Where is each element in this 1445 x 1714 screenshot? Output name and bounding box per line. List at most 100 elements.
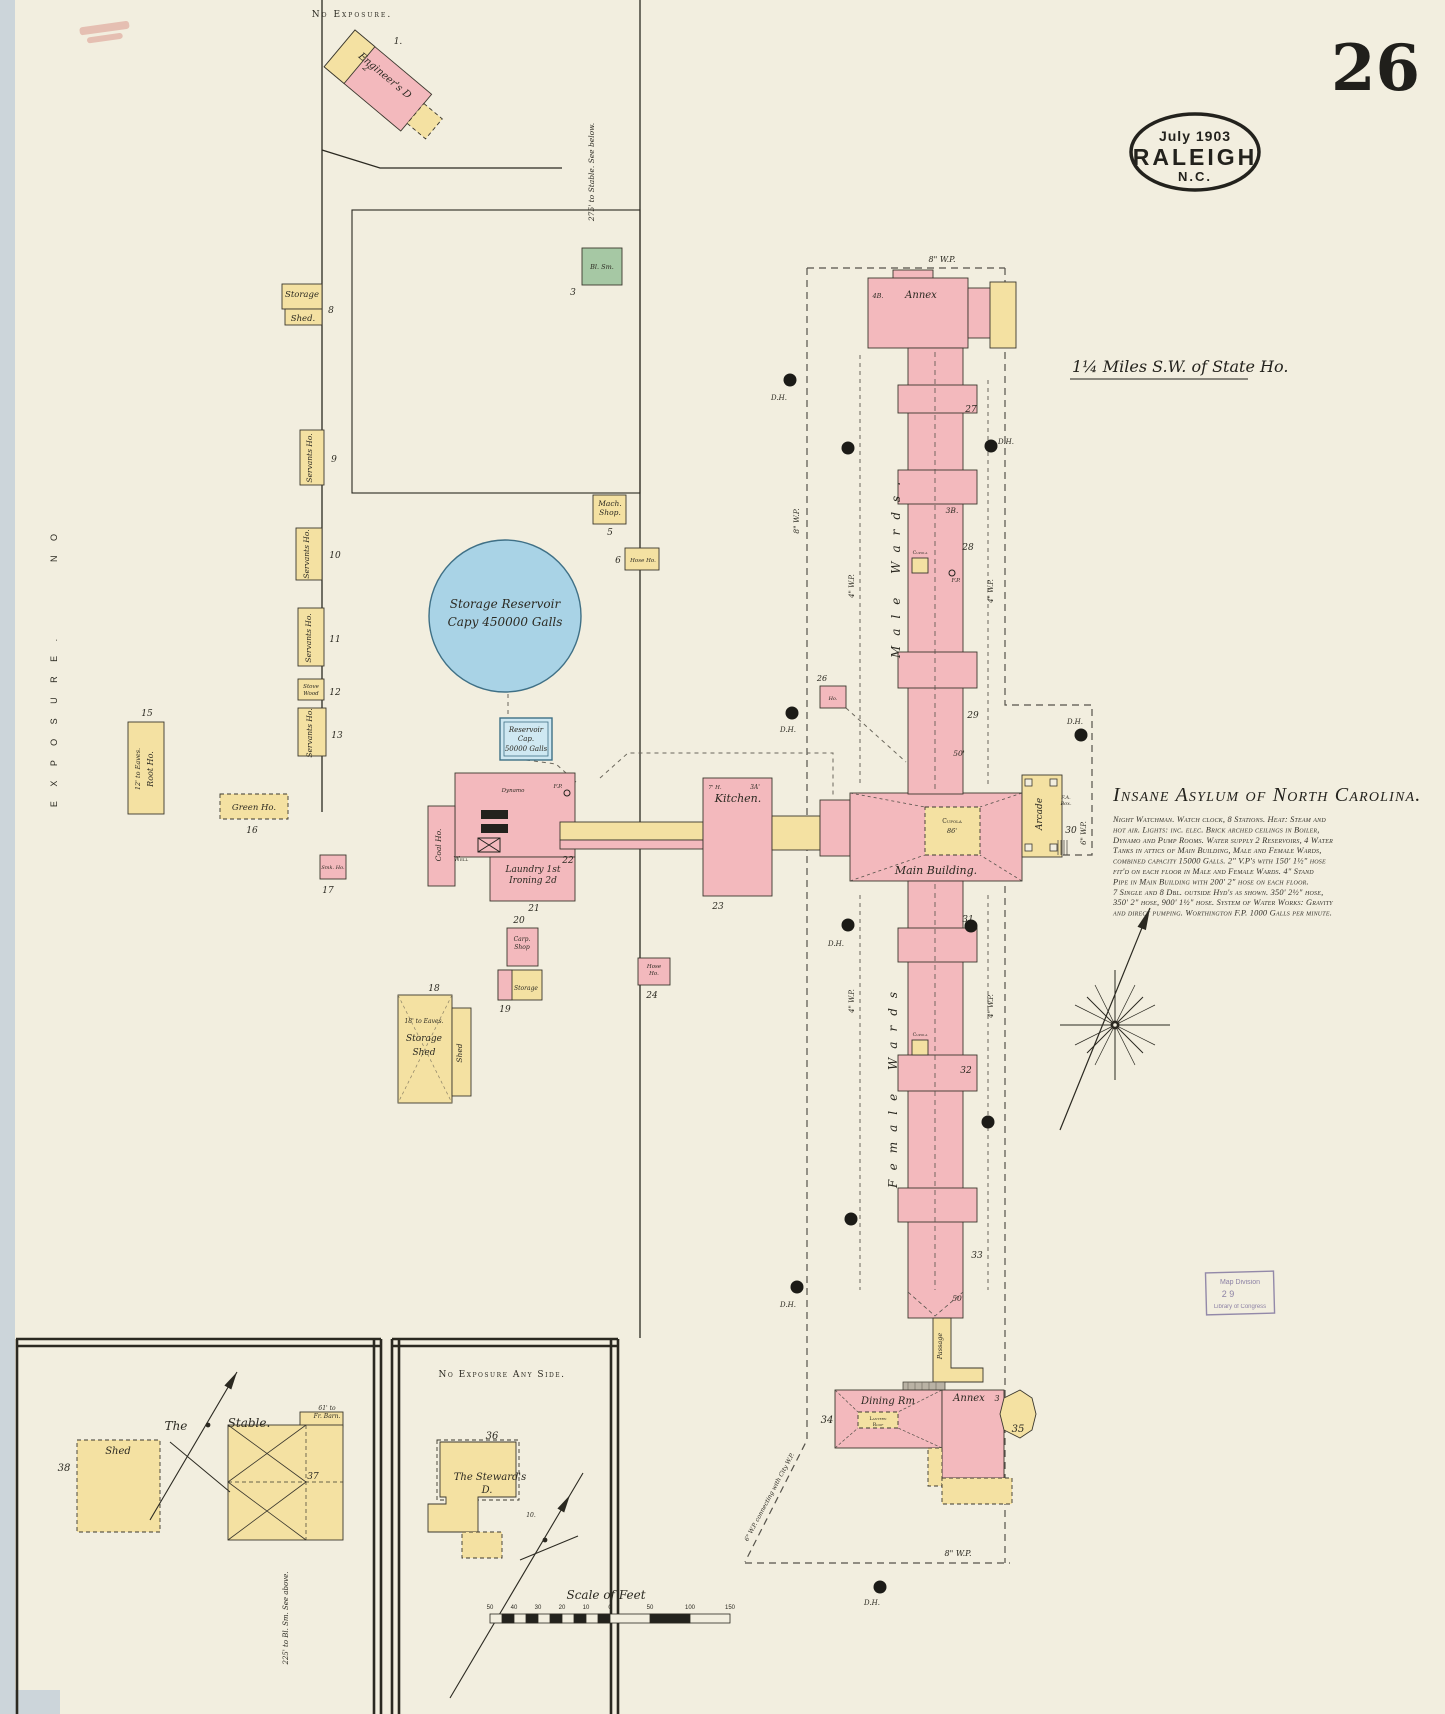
machine-shop-label-2: Shop. (599, 508, 621, 517)
servants-house-13 (297, 707, 327, 757)
male-cupola (911, 557, 929, 574)
building-number-21: 21 (527, 904, 539, 914)
blacksmith-label: Bl. Sm. (589, 263, 614, 271)
building-number-38: 38 (58, 1463, 71, 1474)
engine-bed-cross (477, 837, 501, 853)
double-hydrant-label: D.H. (827, 940, 844, 948)
hose-house-24-label-2: Ho. (648, 971, 659, 977)
storage-shed-8-label-2: Shed. (291, 314, 315, 324)
stable-cross-braces (227, 1424, 307, 1541)
building-number-24: 24 (645, 991, 658, 1001)
scale-number: 100 (685, 1605, 696, 1611)
building-number-36: 36 (486, 1431, 499, 1442)
main-cupola (924, 806, 981, 856)
inset-borders (15, 1337, 620, 1714)
loc-stamp-line: Library of Congress (1214, 1304, 1266, 1310)
engine-bed (477, 837, 501, 853)
storage-19-label: Storage (514, 985, 538, 992)
annex-south-porch-west (927, 1447, 943, 1487)
hydrant-dot (785, 706, 799, 720)
north-arrow-cross (169, 1441, 231, 1493)
machine-shop-label-1: Mach. (597, 499, 622, 508)
ward-number-29: 29 (966, 711, 979, 721)
fire-pump-symbol (563, 789, 571, 797)
library-stamp (1204, 1270, 1276, 1316)
engineers-dwelling (323, 29, 443, 140)
dimension-50ft: 50' (953, 749, 965, 758)
no-exposure-left-1: N O (49, 528, 59, 562)
hose-house-24-label-1: Hose (646, 964, 662, 970)
boiler-laundry-building (427, 772, 704, 902)
kitchen-3a-note: 3A' (750, 784, 760, 791)
double-hydrant-label: D.H. (997, 438, 1014, 446)
page-number: 26 (1331, 31, 1420, 106)
road-lines (321, 0, 641, 1338)
building-number-11: 11 (329, 635, 340, 645)
scan-edge (0, 0, 15, 1714)
male-wards-label: Male Wards. (889, 472, 903, 659)
dining-roof-hips (834, 1389, 943, 1449)
building-number-26: 26 (816, 674, 827, 683)
boiler-2 (481, 824, 508, 833)
storage-shed-eaves-note: 18' to Eaves. (404, 1018, 443, 1025)
scale-number: 50 (647, 1605, 654, 1611)
storage-19-pink (497, 969, 513, 1001)
fire-pump-label: F.P. (950, 578, 960, 584)
scale-number: 50 (487, 1605, 494, 1611)
blacksmith-shop (581, 247, 623, 286)
annex-north (867, 277, 969, 349)
north-arrow-head (557, 1495, 570, 1513)
compass-rose (1059, 907, 1170, 1131)
dimension-10: 10. (526, 1512, 536, 1519)
scale-number: 20 (559, 1605, 566, 1611)
servants-house-9 (299, 429, 325, 486)
green-house-label: Green Ho. (232, 803, 276, 813)
main-building-label: Main Building. (894, 864, 977, 877)
servants-house-label: Servants Ho. (304, 613, 313, 662)
boiler-1 (481, 810, 508, 819)
root-house-label: Root Ho. (146, 751, 155, 788)
asylum-description-line: Pipe in Main Building with 200' 2" hose … (1112, 877, 1309, 886)
fire-alarm-box-label-2: Box. (1059, 801, 1072, 807)
stable-label: Stable. (228, 1416, 271, 1430)
dimension-50ft: 50' (952, 1294, 964, 1303)
building-number-3: 3 (570, 288, 576, 298)
reservoir-box (499, 717, 553, 761)
main-complex (702, 685, 1068, 897)
stable-label-the: The (165, 1419, 188, 1433)
stable-partitions (228, 1425, 343, 1540)
storage-reservoir-label-2: Capy 450000 Galls (448, 615, 563, 629)
north-arrow-line (149, 1371, 238, 1521)
scale-number: 150 (725, 1605, 736, 1611)
reservoir-box-inner (503, 721, 549, 757)
building-number-19: 19 (499, 1005, 511, 1015)
water-pipe-4-label: 4" W.P. (848, 989, 856, 1014)
stove-wood-label-2: Wood (303, 691, 319, 697)
water-pipe-6-label: 6" W.P. (1080, 821, 1088, 845)
passage-label: Passage (936, 1333, 944, 1361)
hydrant-dot (873, 1580, 887, 1594)
north-arrow-dot (542, 1537, 548, 1543)
asylum-description-line: 350' 2" hose, 900' 1½" hose. System of W… (1112, 898, 1333, 907)
ward-number-32: 32 (960, 1066, 972, 1076)
scale-number: 30 (535, 1605, 542, 1611)
stamp-date: July 1903 (1159, 128, 1231, 144)
arcade-label: Arcade (1035, 798, 1045, 831)
annex-south-porch (941, 1477, 1013, 1505)
scale-bar (489, 1613, 731, 1624)
no-exposure-left-2: E X P O S U R E . (49, 633, 59, 807)
stable-inset (76, 1371, 344, 1541)
small-house-26 (819, 685, 847, 709)
double-hydrant-label: D.H. (779, 1301, 796, 1309)
building-number-35: 35 (1012, 1424, 1025, 1435)
building-number-22: 22 (561, 856, 574, 866)
lantern-roof-label-2: Roof (873, 1422, 884, 1428)
asylum-boundary (744, 267, 1093, 1564)
hydrants (783, 373, 1088, 1594)
stewards-dwelling-label-2: D. (481, 1485, 493, 1496)
water-features (428, 539, 582, 850)
water-pipe-4-label: 4" W.P. (987, 994, 995, 1019)
annex-north-label: Annex (904, 290, 937, 301)
storage-shed-8b (284, 308, 323, 326)
